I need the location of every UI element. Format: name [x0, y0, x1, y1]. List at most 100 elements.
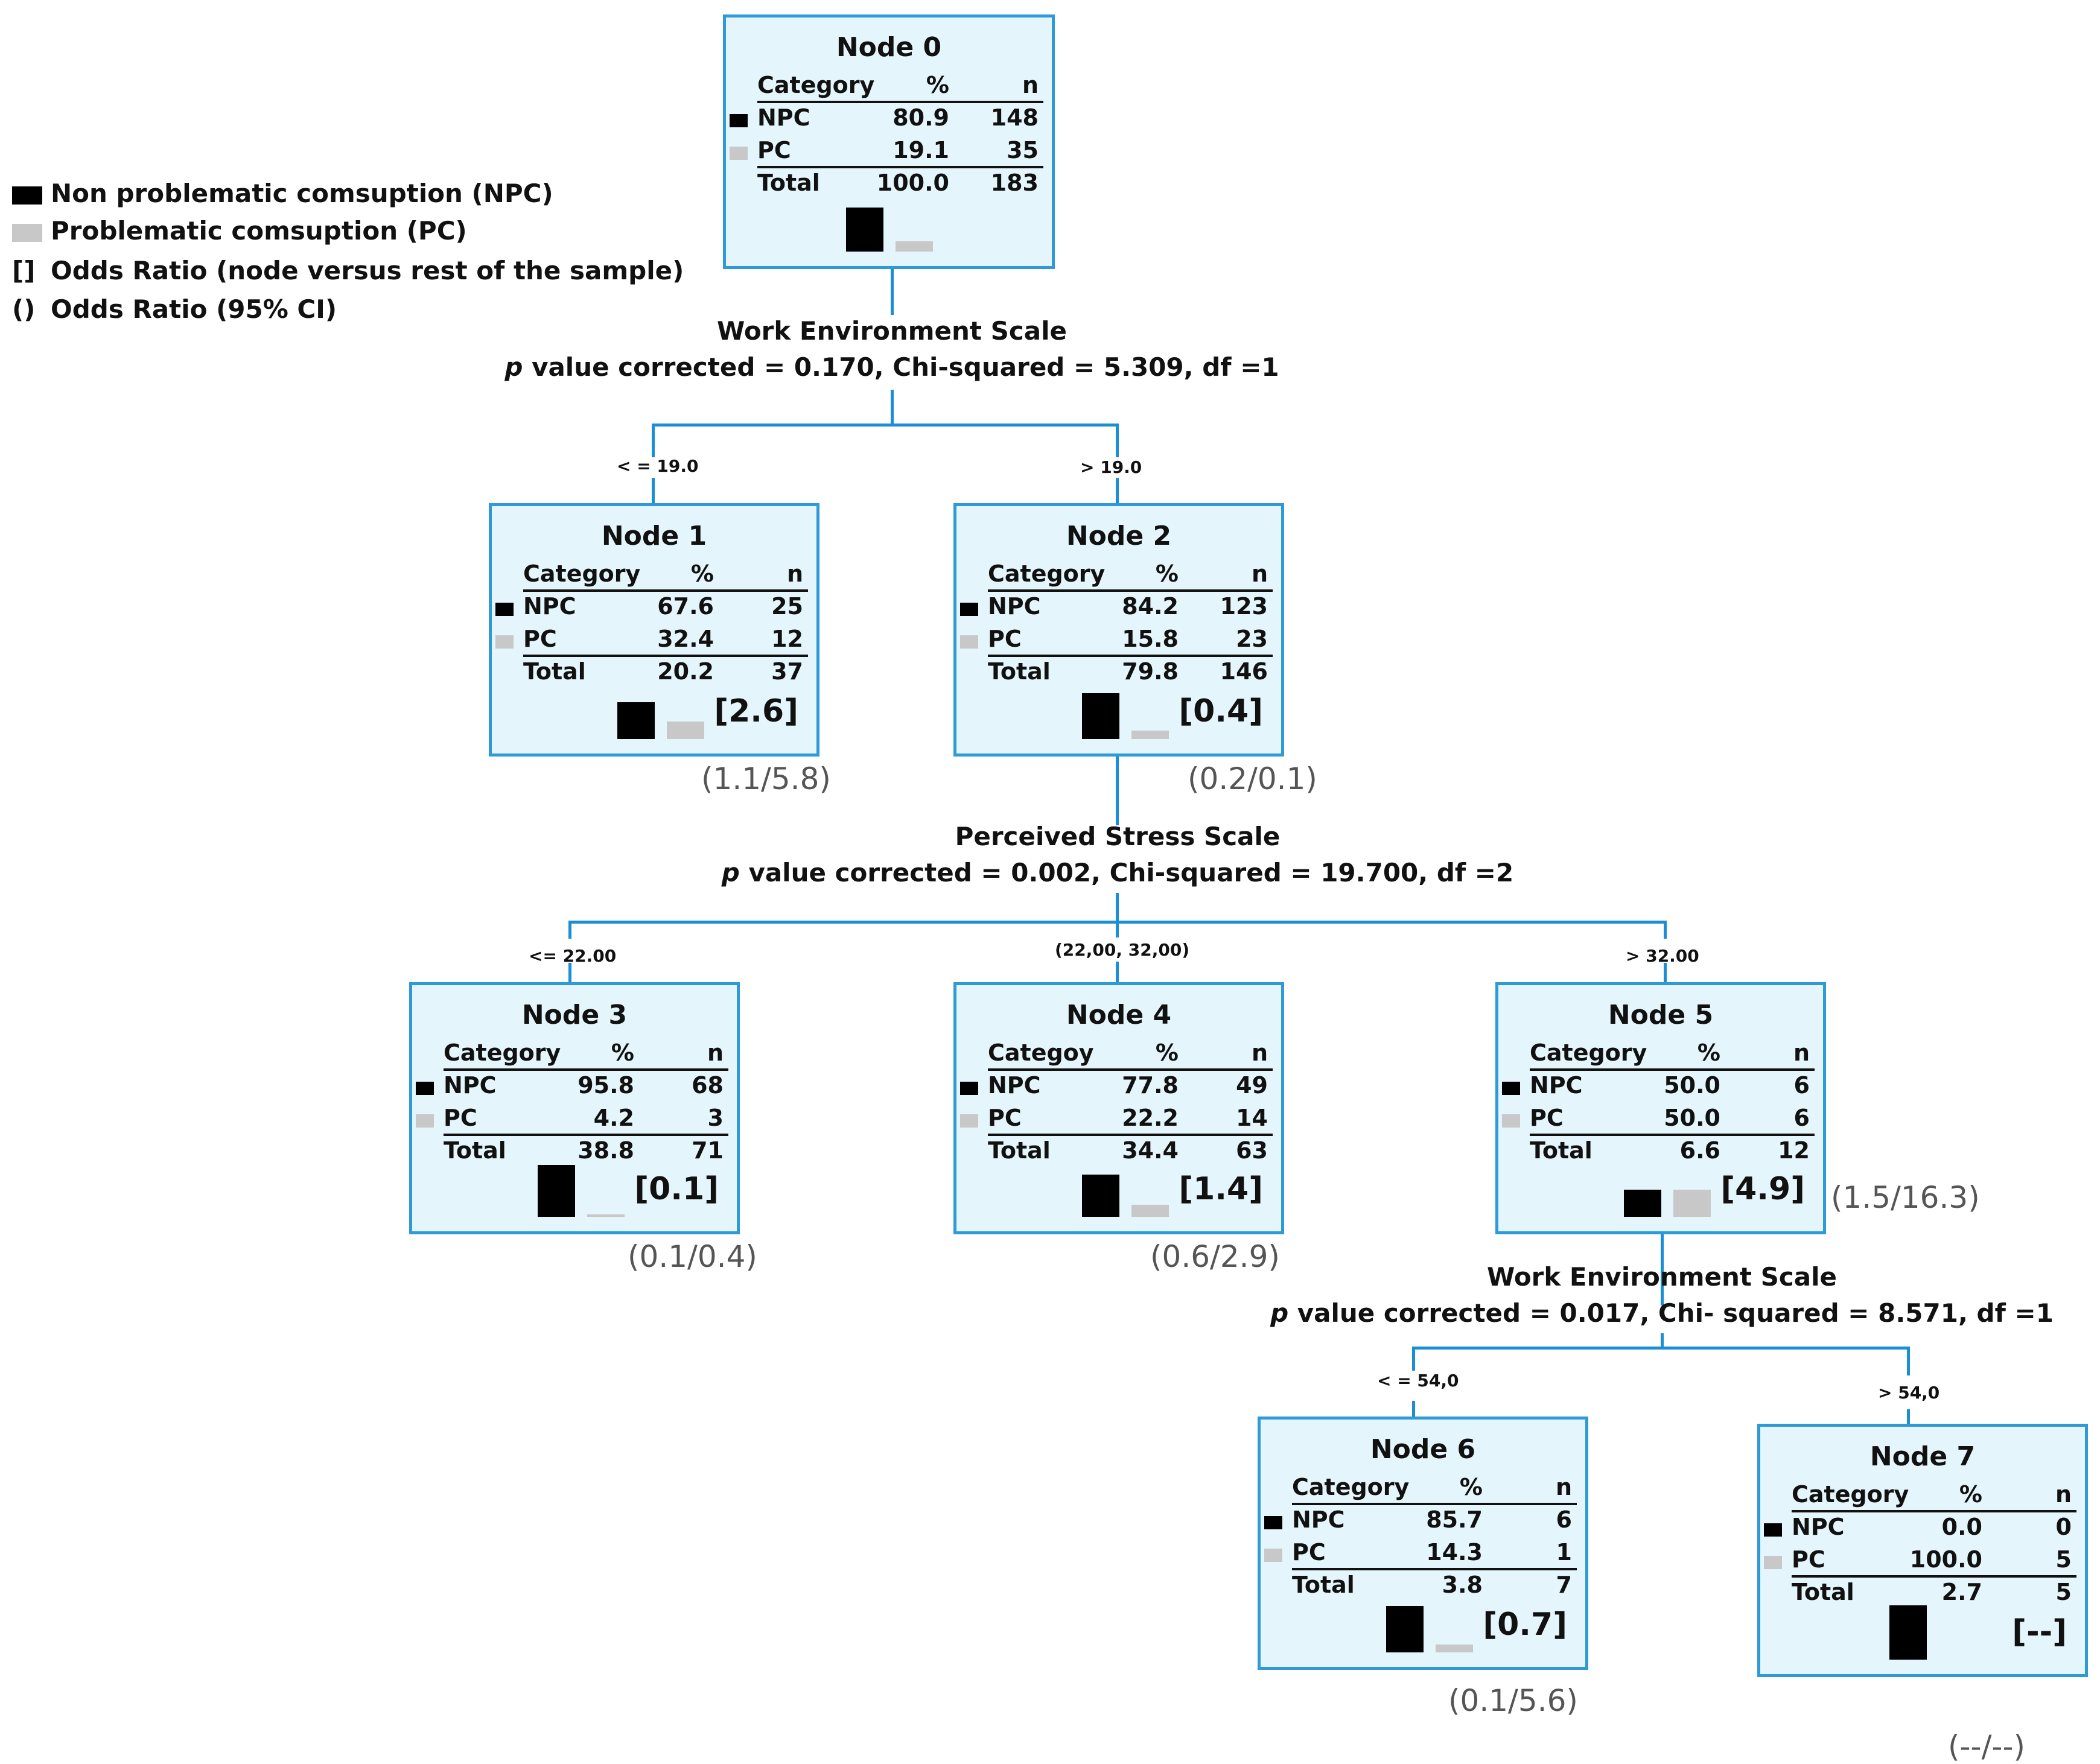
total-row-count: 63: [1236, 1137, 1268, 1164]
total-row-label: Total: [1530, 1137, 1592, 1164]
pc-swatch: [495, 635, 514, 649]
node-title: Node 2: [1066, 521, 1172, 551]
legend-pc: Problematic comsuption (PC): [12, 216, 467, 246]
branch-condition: > 54,0: [1878, 1383, 1940, 1403]
npc-bar: [1082, 1174, 1119, 1217]
npc-bar: [846, 208, 883, 252]
total-row-count: 183: [990, 170, 1039, 196]
connector: [1116, 962, 1119, 985]
percent-header: %: [690, 560, 714, 587]
connector: [1412, 1347, 1415, 1371]
split-variable-label: Work Environment Scale: [1486, 1262, 1837, 1292]
connector: [1907, 1347, 1910, 1375]
npc-row-percent: 77.8: [1122, 1072, 1179, 1099]
legend-pc-swatch: [12, 223, 42, 242]
connector: [891, 390, 894, 425]
npc-row-count: 0: [2055, 1514, 2072, 1540]
confidence-interval: (0.2/0.1): [1188, 761, 1317, 796]
npc-swatch: [1764, 1523, 1782, 1537]
pc-row-percent: 4.2: [593, 1105, 634, 1131]
header-rule: [1292, 1503, 1577, 1505]
pc-swatch: [960, 1114, 978, 1128]
percent-header: %: [611, 1039, 634, 1066]
total-row-percent: 34.4: [1122, 1137, 1179, 1164]
n-header: n: [786, 560, 803, 587]
total-rule: [1530, 1134, 1815, 1136]
p-symbol: p: [1270, 1298, 1289, 1328]
npc-row-count: 68: [692, 1072, 724, 1099]
total-rule: [444, 1134, 728, 1136]
npc-swatch: [960, 603, 978, 616]
pc-row-percent: 32.4: [657, 626, 714, 652]
total-row-count: 71: [692, 1137, 724, 1164]
npc-swatch: [960, 1082, 978, 1095]
split-statistics-text: value corrected = 0.017, Chi- squared = …: [1288, 1298, 2054, 1328]
pc-bar: [587, 1214, 625, 1217]
npc-swatch: [730, 114, 748, 127]
total-row-percent: 20.2: [657, 658, 714, 685]
branch-condition: (22,00, 32,00): [1055, 940, 1190, 960]
pc-row-percent: 14.3: [1426, 1539, 1483, 1566]
pc-bar: [667, 721, 704, 739]
pc-row-percent: 15.8: [1122, 626, 1179, 652]
category-header: Category: [1530, 1039, 1647, 1066]
percent-header: %: [1697, 1039, 1720, 1066]
legend-npc: Non problematic comsuption (NPC): [12, 179, 553, 208]
connector: [1661, 1333, 1664, 1349]
npc-bar: [538, 1164, 575, 1217]
odds-ratio: [0.1]: [634, 1171, 719, 1207]
total-row-percent: 38.8: [578, 1137, 634, 1164]
category-header: Category: [523, 560, 641, 587]
total-row-label: Total: [523, 658, 586, 685]
branch-condition: < = 19.0: [617, 456, 699, 476]
percent-header: %: [926, 72, 949, 98]
pc-swatch: [416, 1114, 434, 1128]
header-rule: [523, 589, 808, 592]
n-header: n: [2055, 1481, 2072, 1508]
category-header: Category: [1292, 1474, 1410, 1500]
p-symbol: p: [721, 858, 740, 887]
split-statistics-text: value corrected = 0.170, Chi-squared = 5…: [523, 352, 1279, 382]
header-rule: [1792, 1510, 2076, 1512]
header-rule: [757, 101, 1043, 103]
npc-row-count: 6: [1793, 1072, 1810, 1099]
split-statistics-text: value corrected = 0.002, Chi-squared = 1…: [739, 858, 1514, 887]
total-rule: [1292, 1568, 1577, 1570]
node-title: Node 1: [601, 521, 707, 551]
total-row-percent: 6.6: [1679, 1137, 1720, 1164]
npc-bar: [1386, 1605, 1424, 1652]
pc-row-count: 3: [707, 1105, 724, 1131]
npc-row-label: NPC: [1792, 1514, 1845, 1540]
category-header: Category: [444, 1039, 561, 1066]
legend-paren: () Odds Ratio (95% CI): [12, 294, 337, 324]
npc-swatch: [416, 1082, 434, 1095]
category-header: Category: [988, 560, 1106, 587]
total-row-label: Total: [444, 1137, 506, 1164]
branch-condition: > 32.00: [1626, 946, 1699, 966]
split-variable-label: Work Environment Scale: [716, 316, 1067, 346]
pc-row-label: PC: [757, 137, 791, 163]
pc-bar: [1889, 1605, 1927, 1660]
npc-row-count: 25: [771, 593, 803, 620]
connector: [1116, 757, 1119, 825]
npc-row-percent: 80.9: [892, 104, 949, 131]
connector: [568, 921, 571, 939]
pc-bar: [1673, 1190, 1711, 1217]
legend-npc-swatch: [12, 186, 42, 205]
connector: [1412, 1347, 1910, 1350]
confidence-interval: (--/--): [1948, 1729, 2026, 1764]
total-row-label: Total: [757, 170, 820, 196]
odds-ratio: [2.6]: [714, 693, 798, 729]
npc-row-count: 123: [1220, 593, 1268, 620]
legend-paren-label: Odds Ratio (95% CI): [51, 294, 337, 324]
total-row-percent: 2.7: [1941, 1579, 1982, 1605]
percent-header: %: [1459, 1474, 1483, 1500]
node-title: Node 0: [836, 32, 942, 63]
legend-paren-symbol: (): [12, 294, 36, 324]
pc-row-count: 23: [1236, 626, 1268, 652]
pc-bar: [1131, 730, 1169, 739]
npc-row-label: NPC: [757, 104, 810, 131]
node-title: Node 5: [1608, 1000, 1714, 1030]
pc-row-count: 5: [2055, 1546, 2072, 1573]
